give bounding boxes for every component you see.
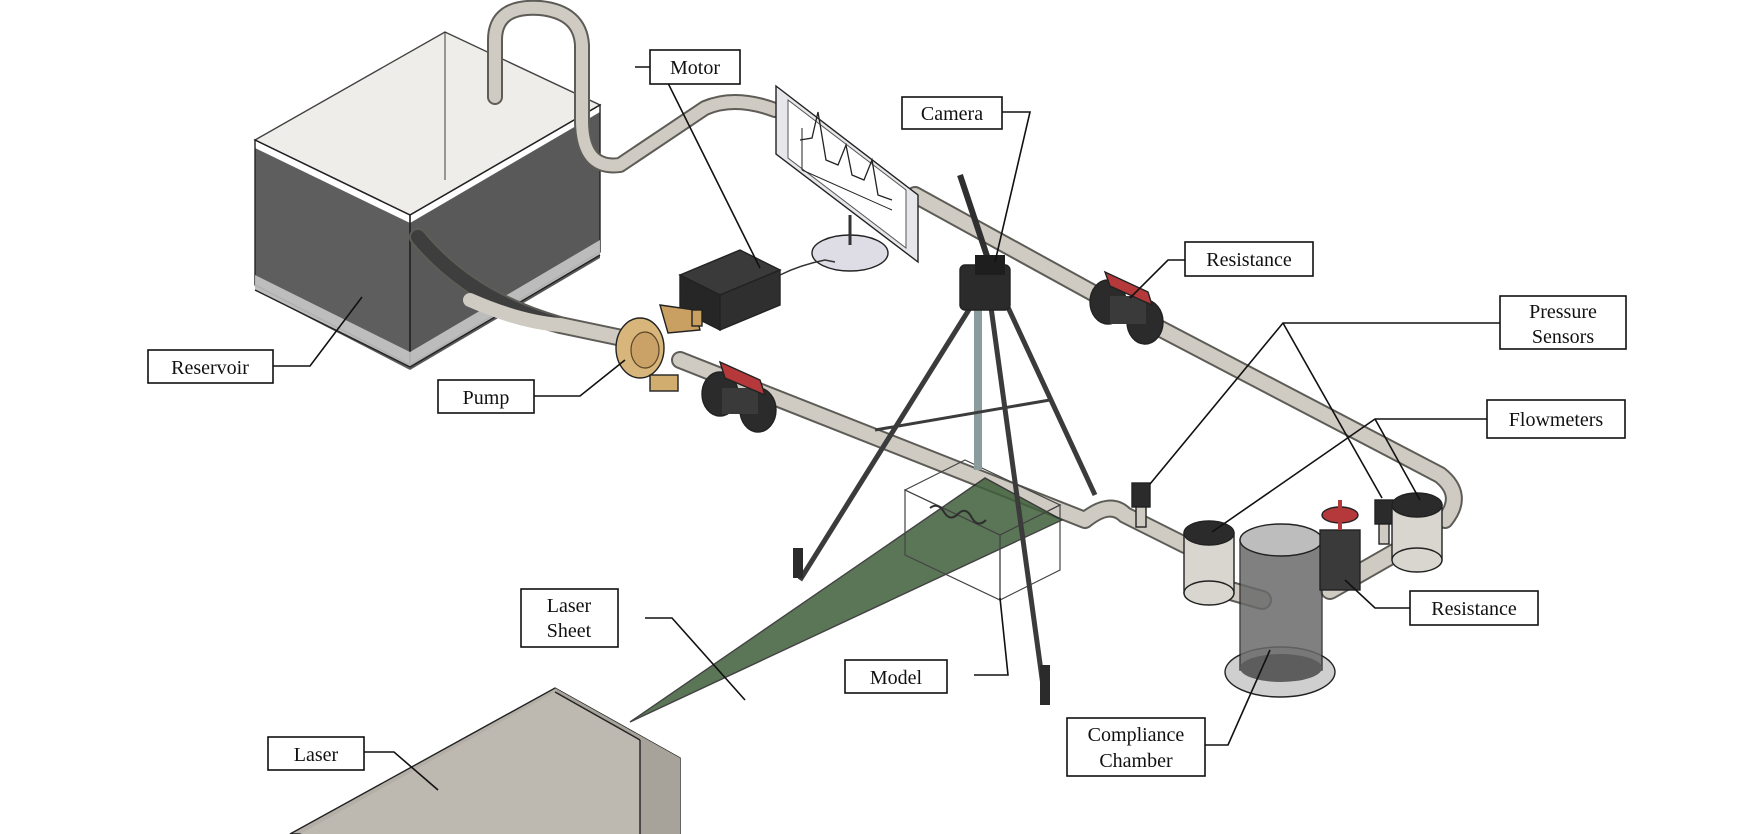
- leader-lines: [273, 66, 1500, 791]
- resistance-valve-bottom: [701, 360, 777, 433]
- pressure-sensor-left: [1131, 482, 1151, 528]
- label-camera: Camera: [901, 96, 1003, 130]
- laser-sheet: [629, 477, 1064, 723]
- label-resistance-top-text: Resistance: [1206, 249, 1292, 271]
- pump: [615, 304, 703, 392]
- label-reservoir-text: Reservoir: [171, 357, 249, 379]
- label-laser-sheet-text-2: Sheet: [547, 620, 592, 642]
- label-flowmeters-text: Flowmeters: [1509, 409, 1604, 431]
- reservoir-tank: [253, 31, 602, 370]
- tripod-camera: [793, 174, 1098, 705]
- resistance-valve-right: [1319, 500, 1361, 591]
- monitor: [775, 84, 919, 272]
- label-pump-text: Pump: [463, 387, 510, 409]
- label-compliance-chamber: Compliance Chamber: [1066, 717, 1206, 777]
- label-motor: Motor: [649, 49, 741, 85]
- label-laser-sheet: Laser Sheet: [520, 588, 619, 648]
- label-laser-sheet-text-1: Laser: [547, 595, 592, 617]
- label-resistance-top: Resistance: [1184, 241, 1314, 277]
- label-reservoir: Reservoir: [147, 349, 274, 384]
- motor-box: [678, 249, 836, 332]
- resistance-valve-top: [1089, 270, 1164, 345]
- label-compliance-text-1: Compliance: [1088, 724, 1185, 746]
- label-resistance-bottom: Resistance: [1409, 590, 1539, 626]
- label-pressure-text-1: Pressure: [1529, 301, 1597, 323]
- label-resistance-bottom-text: Resistance: [1431, 598, 1517, 620]
- pipe-network: [409, 0, 1463, 610]
- laser-unit: [289, 687, 681, 834]
- label-camera-text: Camera: [921, 103, 983, 125]
- label-pump: Pump: [437, 379, 535, 414]
- label-laser-text: Laser: [294, 744, 339, 766]
- label-model: Model: [844, 659, 948, 694]
- pressure-sensor-right: [1374, 499, 1394, 545]
- compliance-chamber: [1224, 523, 1336, 698]
- label-compliance-text-2: Chamber: [1099, 750, 1173, 772]
- label-flowmeters: Flowmeters: [1486, 399, 1626, 439]
- flowmeter-left: [1183, 520, 1235, 606]
- label-laser: Laser: [267, 736, 365, 771]
- label-pressure-text-2: Sensors: [1532, 326, 1594, 348]
- label-model-text: Model: [870, 667, 923, 689]
- flowmeter-right: [1391, 492, 1443, 573]
- label-motor-text: Motor: [670, 57, 720, 79]
- label-pressure-sensors: Pressure Sensors: [1499, 295, 1627, 350]
